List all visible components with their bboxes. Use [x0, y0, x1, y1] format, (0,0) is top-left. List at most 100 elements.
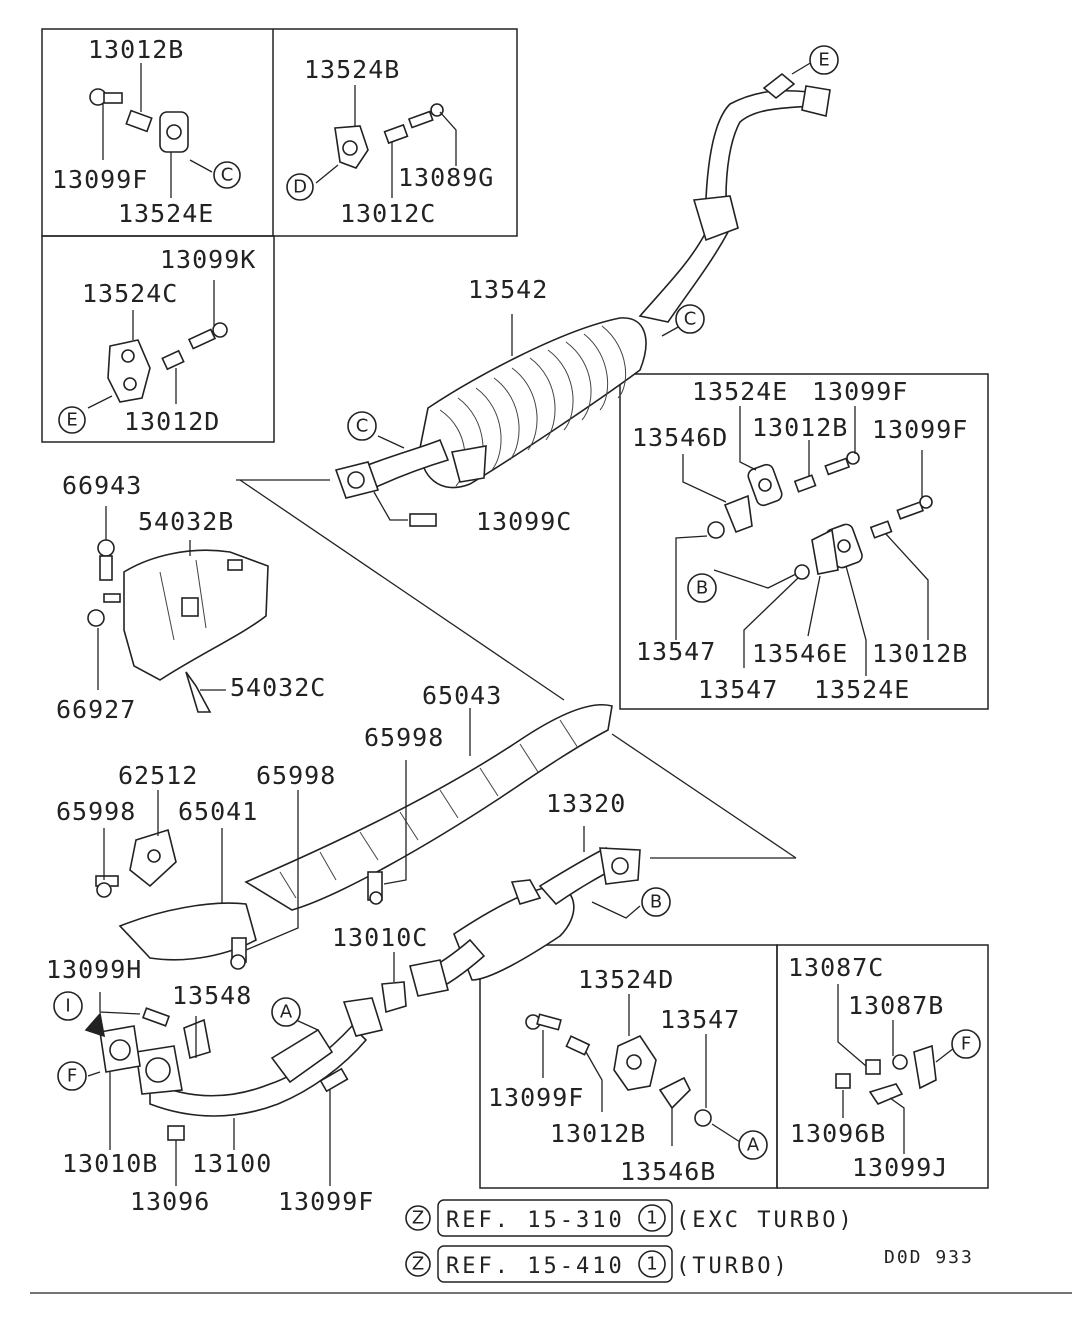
label-13524E-r1: 13524E: [692, 377, 788, 406]
ref-15-310: REF. 15-310: [446, 1208, 625, 1233]
label-13010C: 13010C: [332, 923, 428, 952]
label-66943: 66943: [62, 471, 142, 500]
label-54032B: 54032B: [138, 507, 234, 536]
svg-text:Z: Z: [412, 1208, 424, 1229]
svg-text:C: C: [684, 309, 697, 330]
label-13100: 13100: [192, 1149, 272, 1178]
svg-text:1: 1: [646, 1254, 657, 1275]
callouts: C D E E C C B B A F I A F: [53, 45, 981, 1160]
label-13547-r2: 13547: [698, 675, 778, 704]
svg-text:C: C: [221, 165, 234, 186]
inset-bottom-right: [479, 944, 989, 1189]
label-13087C: 13087C: [788, 953, 884, 982]
bolt-13099F-part: [89, 88, 123, 106]
bolt-13099F-b-part: [525, 1013, 562, 1031]
callout-b-mid: B: [641, 887, 671, 917]
label-13547-b: 13547: [660, 1005, 740, 1034]
svg-text:I: I: [65, 996, 70, 1017]
bracket-F-part: [913, 1044, 937, 1090]
label-13524E-tl: 13524E: [118, 199, 214, 228]
callout-e-mid-left: E: [58, 406, 86, 434]
svg-text:B: B: [696, 578, 708, 599]
nut-13087C-part: [865, 1059, 881, 1075]
label-13542: 13542: [468, 275, 548, 304]
bracket-13546D-part: [723, 494, 753, 534]
label-13087B: 13087B: [848, 991, 944, 1020]
ref-15-410: REF. 15-410: [446, 1254, 625, 1279]
heat-shield-65041-part: [118, 790, 299, 970]
bolt-13099F-r-part: [824, 451, 860, 476]
label-13096B: 13096B: [790, 1119, 886, 1148]
label-13012B-tl: 13012B: [88, 35, 184, 64]
label-13012B-b: 13012B: [550, 1119, 646, 1148]
nut-13087B-part: [892, 1054, 908, 1070]
label-13012B-r1: 13012B: [752, 413, 848, 442]
label-13320: 13320: [546, 789, 626, 818]
bushing-13012D-part: [161, 349, 185, 371]
label-13546D: 13546D: [632, 423, 728, 452]
hanger-13524B-part: [334, 125, 369, 169]
svg-text:A: A: [747, 1135, 760, 1156]
label-13012B-r2: 13012B: [872, 639, 968, 668]
label-13524E-r2: 13524E: [814, 675, 910, 704]
ref-row-2: Z REF. 15-410 1 (TURBO): [405, 1245, 790, 1283]
label-13012D: 13012D: [124, 407, 220, 436]
front-pipe-13100-part: [84, 992, 384, 1186]
label-13524D: 13524D: [578, 965, 674, 994]
label-54032C: 54032C: [230, 673, 326, 702]
label-13099F-tl: 13099F: [52, 165, 148, 194]
svg-text:C: C: [356, 416, 369, 437]
reference-line-right: [611, 733, 797, 859]
label-65998-a: 65998: [364, 723, 444, 752]
hanger-13524E-r-part: [747, 463, 783, 507]
svg-text:Z: Z: [412, 1254, 424, 1275]
bushing-13012B-r-part: [793, 474, 817, 493]
label-65041: 65041: [178, 797, 258, 826]
washer-13547-b-part: [694, 1109, 712, 1127]
svg-text:A: A: [280, 1002, 293, 1023]
bushing-13012C-part: [383, 123, 409, 145]
heat-shield-54032B-part: [87, 506, 269, 713]
callout-e-top: E: [809, 45, 839, 75]
callout-c-mid: C: [675, 304, 705, 334]
label-13099K: 13099K: [160, 245, 256, 274]
label-13012C: 13012C: [340, 199, 436, 228]
bushing-13012B-b-part: [565, 1035, 591, 1056]
label-13099C: 13099C: [476, 507, 572, 536]
label-13546B: 13546B: [620, 1157, 716, 1186]
callout-b-right-inset: B: [687, 573, 717, 603]
bracket-13546B-part: [658, 1076, 691, 1110]
svg-text:F: F: [67, 1066, 77, 1087]
washer-13547-part: [707, 521, 725, 539]
callout-c-left: C: [347, 411, 377, 441]
label-13524C: 13524C: [82, 279, 178, 308]
callout-c-top-left: C: [213, 161, 241, 189]
label-13099J: 13099J: [852, 1153, 948, 1182]
bushing-13012B-part: [125, 109, 153, 133]
label-13089G: 13089G: [398, 163, 494, 192]
bolt-13099J-part: [868, 1083, 904, 1105]
label-65998-b: 65998: [256, 761, 336, 790]
label-13099F-b: 13099F: [278, 1187, 374, 1216]
callout-d-top-mid: D: [286, 173, 314, 201]
callout-i-front: I: [53, 991, 83, 1021]
tail-pipe-assembly: [638, 61, 831, 337]
svg-text:B: B: [650, 892, 662, 913]
ref-15-310-note: (EXC TURBO): [676, 1208, 855, 1233]
label-13099F-b2: 13099F: [488, 1083, 584, 1112]
svg-text:F: F: [961, 1034, 971, 1055]
hanger-13524D-part: [613, 1034, 657, 1091]
svg-text:E: E: [818, 50, 829, 71]
callout-a-box: A: [738, 1130, 768, 1160]
label-13547-r1: 13547: [636, 637, 716, 666]
label-65998-c: 65998: [56, 797, 136, 826]
reference-line-diagonal: [239, 479, 565, 701]
label-13548: 13548: [172, 981, 252, 1010]
label-65043: 65043: [422, 681, 502, 710]
nut-13096B-part: [835, 1073, 851, 1089]
ref-15-410-note: (TURBO): [676, 1254, 790, 1279]
svg-text:E: E: [66, 410, 77, 431]
bolt-13089G-part: [407, 103, 444, 129]
label-13524B: 13524B: [304, 55, 400, 84]
label-13546E: 13546E: [752, 639, 848, 668]
